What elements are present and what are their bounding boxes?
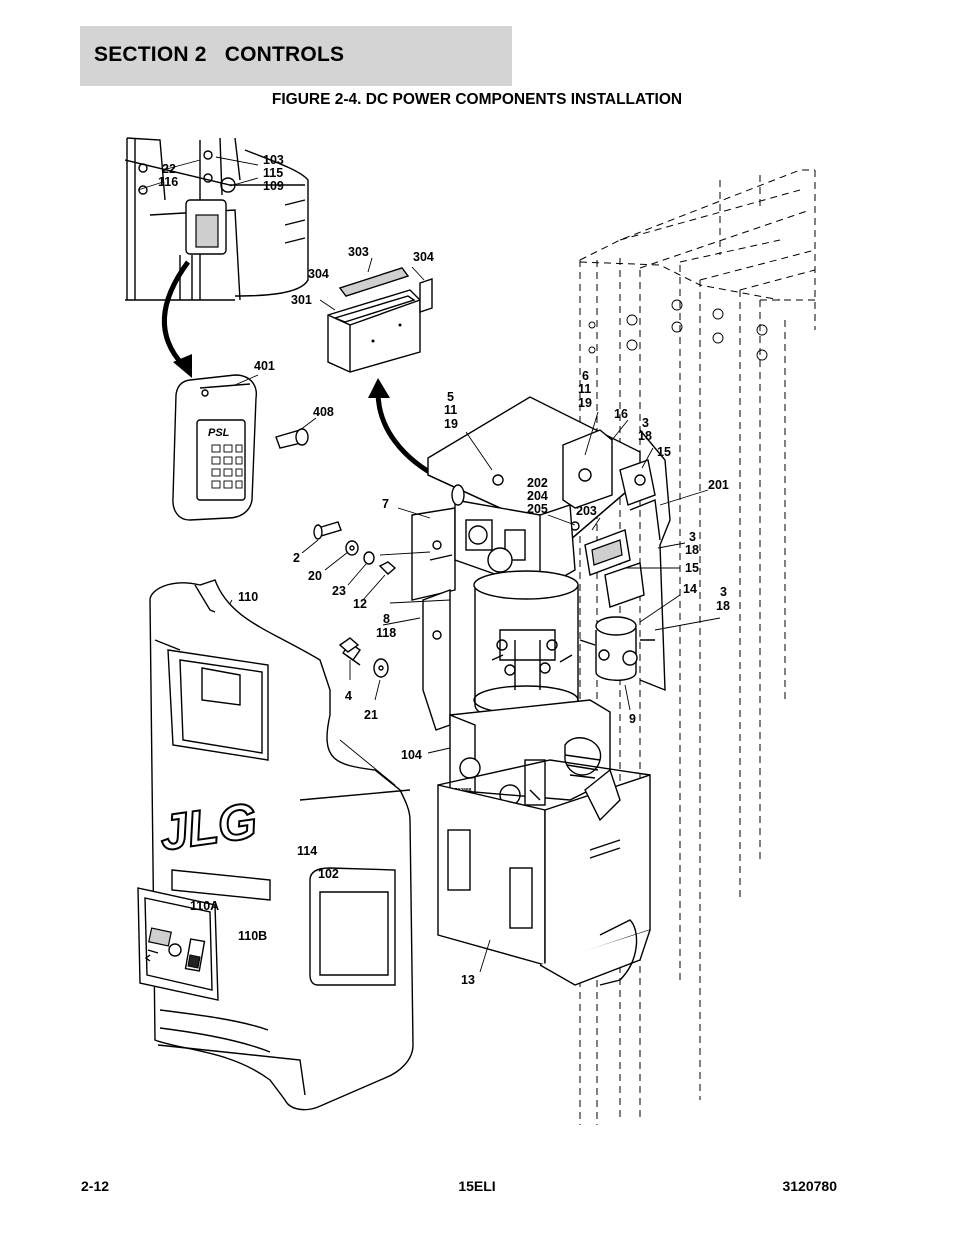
callout-3-top: 3 [642,416,649,430]
callout-110: 110 [238,590,258,604]
callout-115: 115 [263,166,283,180]
callout-401: 401 [254,359,275,373]
section-title: SECTION 2 CONTROLS [94,43,345,66]
callout-202: 202 [527,476,548,490]
model-name: 15ELI [458,1178,496,1194]
callout-19-left: 19 [444,417,458,431]
callout-204: 204 [527,489,548,503]
relay-14 [579,616,655,681]
mast-structure [579,169,816,1125]
callout-18-top: 18 [638,429,652,443]
callout-21: 21 [364,708,378,722]
keypad-brand: PSL [208,427,230,439]
jlg-logo: JLG [156,792,260,861]
cover-box [327,267,433,373]
callouts: 22 116 103 115 109 303 304 304 301 401 4… [158,153,730,987]
callout-102: 102 [318,867,339,881]
solenoid-housing [451,484,576,591]
callout-14: 14 [683,582,697,596]
leader-lines [137,156,721,973]
callout-9: 9 [629,712,636,726]
callout-110b: 110B [238,929,267,943]
callout-11-right: 11 [578,382,591,396]
curved-arrow-keypad [161,260,192,378]
callout-8: 8 [383,612,390,626]
callout-15-top: 15 [657,445,671,459]
callout-303: 303 [348,245,369,259]
section-banner: SECTION 2 CONTROLS [80,26,512,86]
callout-110a: 110A [190,899,219,913]
callout-23: 23 [332,584,346,598]
callout-12: 12 [353,597,367,611]
keypad-assembly: PSL [172,374,309,521]
callout-15-mid: 15 [685,561,699,575]
callout-13: 13 [461,973,475,987]
callout-18-mid: 18 [685,543,699,557]
callout-4: 4 [345,689,352,703]
callout-3-mid: 3 [689,530,696,544]
callout-5: 5 [447,390,454,404]
callout-304-right: 304 [413,250,434,264]
mount-bracket-detail [124,137,309,301]
right-solenoids [562,429,671,692]
callout-205: 205 [527,502,548,516]
callout-20: 20 [308,569,322,583]
callout-201: 201 [708,478,729,492]
reservoir-base: 1702888 [449,699,611,806]
motor [473,570,579,723]
keypad-buttons [211,444,243,489]
callout-103: 103 [263,153,284,167]
callout-22: 22 [162,162,176,176]
vertical-bracket [411,507,456,731]
page-number: 2-12 [81,1178,110,1194]
control-panel [137,887,219,1001]
callout-7: 7 [382,497,389,511]
callout-6: 6 [582,369,589,383]
callout-301: 301 [291,293,312,307]
callout-19-right: 19 [578,396,592,410]
callout-114: 114 [297,844,317,858]
callout-2: 2 [293,551,300,565]
callout-304-left: 304 [308,267,329,281]
callout-116: 116 [158,175,178,189]
callout-109: 109 [263,179,284,193]
callout-16: 16 [614,407,628,421]
callout-408: 408 [313,405,334,419]
callout-18-bottom: 18 [716,599,730,613]
callout-104: 104 [401,748,422,762]
front-cover: JLG [149,579,414,1111]
document-number: 3120780 [782,1178,837,1194]
pump-housing [437,759,651,986]
callout-203: 203 [576,504,597,518]
callout-118: 118 [376,626,396,640]
callout-3-bottom: 3 [720,585,727,599]
figure-title: FIGURE 2-4. DC POWER COMPONENTS INSTALLA… [271,91,683,108]
callout-11-left: 11 [444,403,457,417]
